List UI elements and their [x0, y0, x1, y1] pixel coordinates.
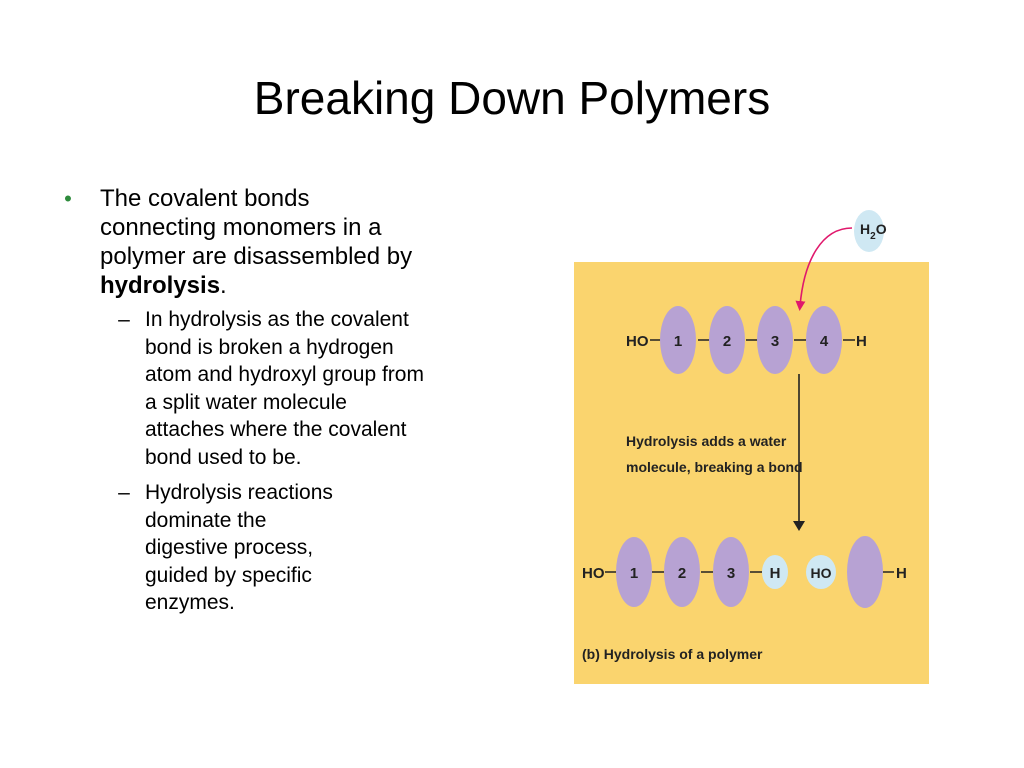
water-molecule-icon [854, 210, 884, 252]
sub-bullet-line: bond is broken a hydrogen [145, 335, 394, 359]
sub-bullet-2: – Hydrolysis reactions dominate the dige… [58, 479, 498, 617]
bullet-line: polymer are disassembled by [100, 243, 413, 270]
sub-bullet-line: Hydrolysis reactions [145, 481, 333, 504]
top-right-end: H [856, 333, 867, 350]
top-left-end: HO [626, 333, 649, 350]
hydrolysis-diagram: H2O HO 1 2 3 4 H Hydrolysis adds a water… [574, 210, 929, 684]
sub-bullet-line: enzymes. [145, 591, 235, 614]
monomer-label: 1 [674, 333, 682, 350]
bullet-line-last: hydrolysis. [100, 271, 498, 300]
main-bullet: • The covalent bonds connecting monomers… [58, 184, 498, 300]
bullet-dot-icon: • [64, 186, 72, 211]
sub-bullet-1: – In hydrolysis as the covalent bond is … [58, 306, 498, 471]
sub-bullet-line: dominate the [145, 508, 267, 532]
monomer-label: 3 [771, 333, 779, 350]
sub-bullet-list: – In hydrolysis as the covalent bond is … [58, 306, 498, 617]
monomer-2 [709, 306, 745, 374]
monomer-label: 4 [820, 333, 829, 350]
bottom-left-end: HO [582, 565, 605, 582]
sub-bullet-line: a split water molecule [145, 390, 347, 414]
figure-caption: (b) Hydrolysis of a polymer [582, 646, 763, 662]
hydrogen-atom-icon [762, 555, 788, 589]
hydrogen-label: H [770, 565, 781, 582]
monomer-label: 2 [723, 333, 731, 350]
monomer-label: 2 [678, 565, 686, 582]
monomer-3 [757, 306, 793, 374]
sub-bullet-line: guided by specific [145, 563, 312, 587]
monomer-4 [847, 536, 883, 608]
monomer-label: 1 [630, 565, 638, 582]
bullet-line: connecting monomers in a [100, 214, 382, 241]
water-addition-arrow [795, 227, 853, 311]
slide-content: • The covalent bonds connecting monomers… [58, 184, 498, 625]
sub-bullet-line: atom and hydroxyl group from [145, 363, 424, 386]
monomer-2 [664, 537, 700, 607]
sub-bullet-line: attaches where the covalent [145, 418, 407, 441]
reaction-annotation: Hydrolysis adds a water molecule, breaki… [626, 433, 803, 475]
sub-bullet-line: digestive process, [145, 536, 314, 559]
monomer-1 [616, 537, 652, 607]
figure-panel [574, 262, 929, 684]
bottom-right-end: H [896, 565, 907, 582]
hydroxyl-label: HO [811, 565, 832, 581]
water-label: H2O [860, 221, 887, 242]
monomer-label: 3 [727, 565, 735, 582]
hydroxyl-group-icon [806, 555, 836, 589]
dash-icon: – [118, 308, 130, 331]
bullet-period: . [220, 272, 227, 299]
monomer-4 [806, 306, 842, 374]
bullet-line: The covalent bonds [100, 185, 310, 212]
monomer-3 [713, 537, 749, 607]
monomer-1 [660, 306, 696, 374]
sub-bullet-line: In hydrolysis as the covalent [145, 308, 409, 331]
dash-icon: – [118, 481, 130, 504]
slide-title: Breaking Down Polymers [253, 72, 771, 124]
hydrolysis-figure: H2O HO 1 2 3 4 H Hydrolysis adds a water… [560, 198, 940, 688]
bold-term: hydrolysis [100, 272, 221, 299]
sub-bullet-line: bond used to be. [145, 445, 302, 469]
